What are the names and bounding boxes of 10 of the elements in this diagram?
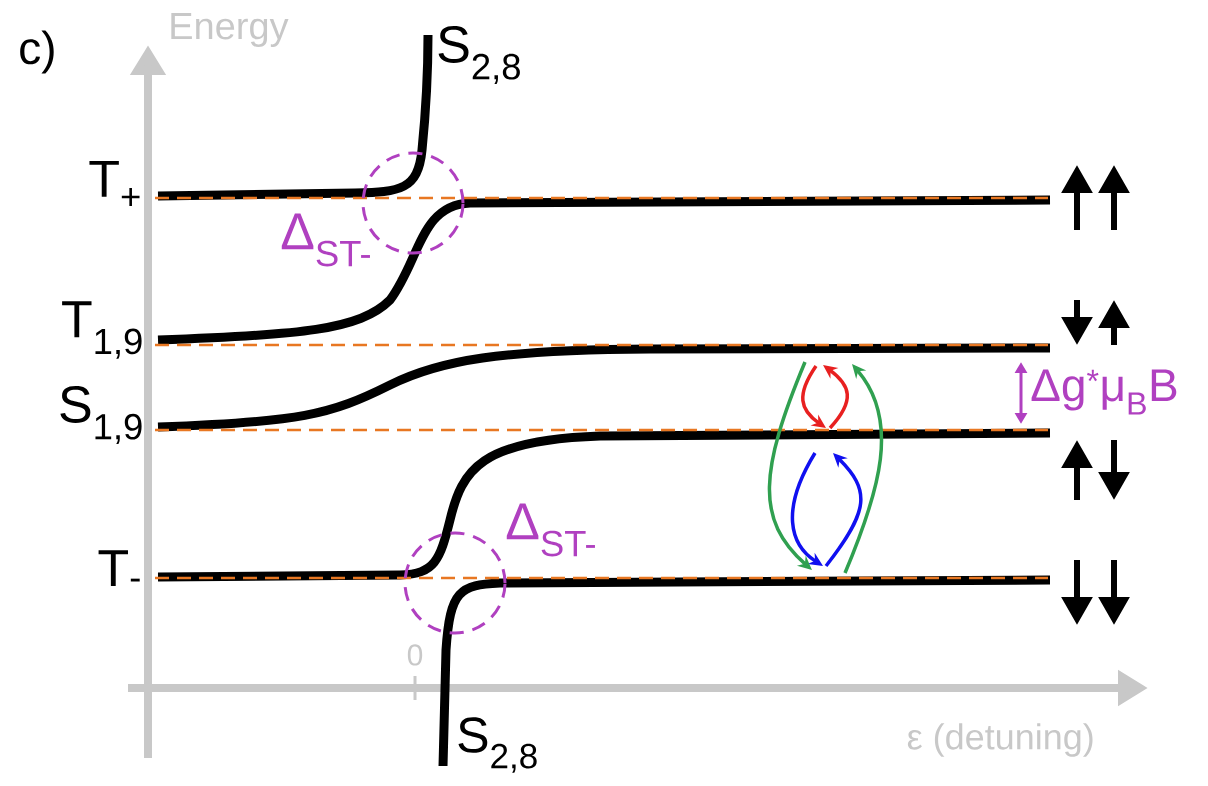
panel-label: c) xyxy=(20,30,54,74)
level-label: T$_{+}$ xyxy=(89,160,140,206)
level-label: S$_{2,8}$ xyxy=(458,717,537,773)
gap-label: Δg$^{*}$μ$_{B}$B xyxy=(1031,369,1177,415)
level-label: S$_{1,9}$ xyxy=(60,386,142,444)
gap-label: Δ$_{ST-}$ xyxy=(506,503,595,557)
level-label: T$_{-}$ xyxy=(98,550,140,586)
gap-label: Δ$_{ST-}$ xyxy=(281,213,370,267)
level-label: T$_{1,9}$ xyxy=(62,301,142,359)
level-label: S$_{2,8}$ xyxy=(438,26,520,84)
